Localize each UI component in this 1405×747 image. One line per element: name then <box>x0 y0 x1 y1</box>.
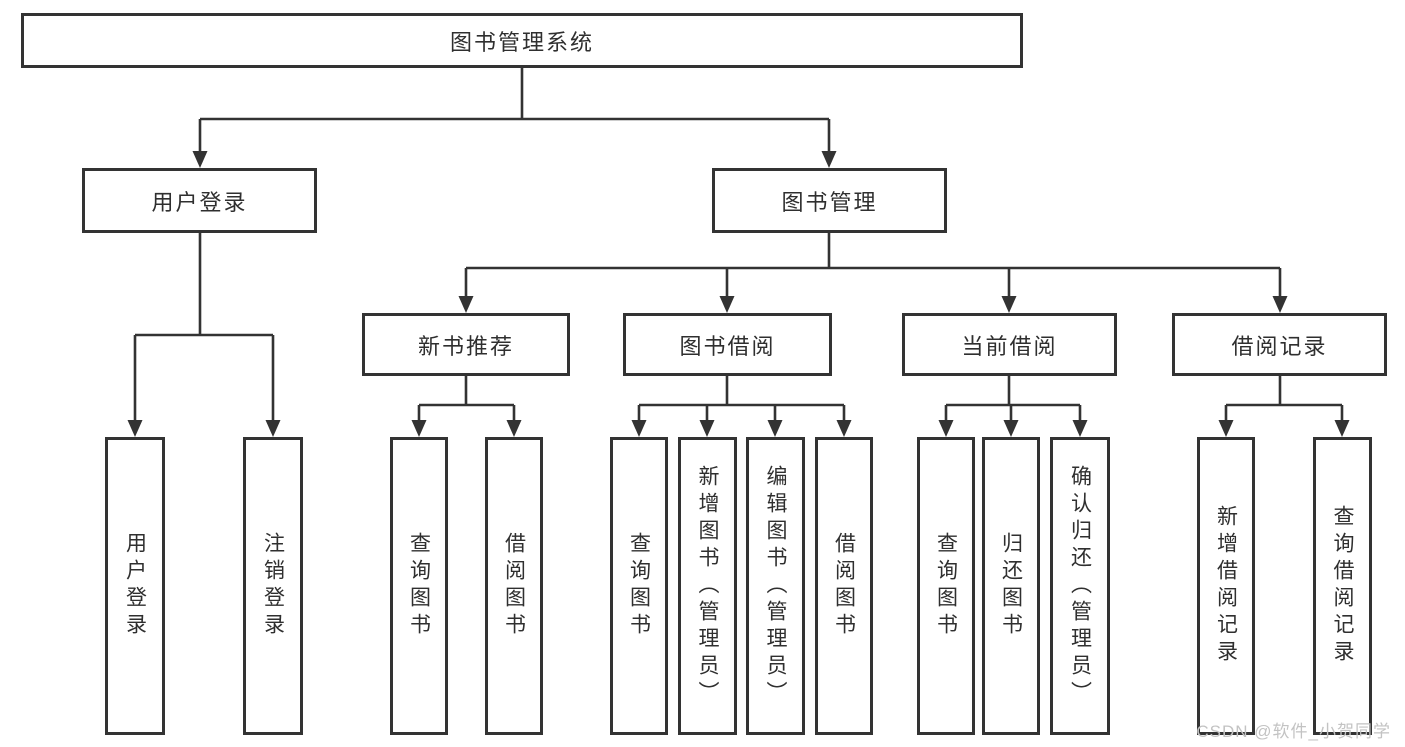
node-borrowing-records: 借阅记录 <box>1172 313 1387 376</box>
csdn-watermark: CSDN @软件_小贺同学 <box>1196 722 1391 741</box>
node-user-login: 用户登录 <box>82 168 317 233</box>
arrowhead-group <box>127 151 1350 437</box>
leaf-query-borrow-record: 查询借阅记录 <box>1313 437 1372 735</box>
leaf-query-books-recommend: 查询图书 <box>390 437 448 735</box>
leaf-return-books: 归还图书 <box>982 437 1040 735</box>
leaf-logout: 注销登录 <box>243 437 303 735</box>
node-new-book-recommendation: 新书推荐 <box>362 313 570 376</box>
node-library-management-system: 图书管理系统 <box>21 13 1023 68</box>
leaf-borrow-books-recommend: 借阅图书 <box>485 437 543 735</box>
leaf-user-login: 用户登录 <box>105 437 165 735</box>
leaf-query-books-borrowing: 查询图书 <box>610 437 668 735</box>
node-current-borrowing: 当前借阅 <box>902 313 1117 376</box>
leaf-confirm-return-admin: 确认归还（管理员） <box>1050 437 1110 735</box>
leaf-add-borrow-record: 新增借阅记录 <box>1197 437 1255 735</box>
node-book-management: 图书管理 <box>712 168 947 233</box>
leaf-query-books-current: 查询图书 <box>917 437 975 735</box>
node-book-borrowing: 图书借阅 <box>623 313 832 376</box>
leaf-add-books-admin: 新增图书（管理员） <box>678 437 737 735</box>
leaf-edit-books-admin: 编辑图书（管理员） <box>746 437 805 735</box>
leaf-borrow-books: 借阅图书 <box>815 437 873 735</box>
